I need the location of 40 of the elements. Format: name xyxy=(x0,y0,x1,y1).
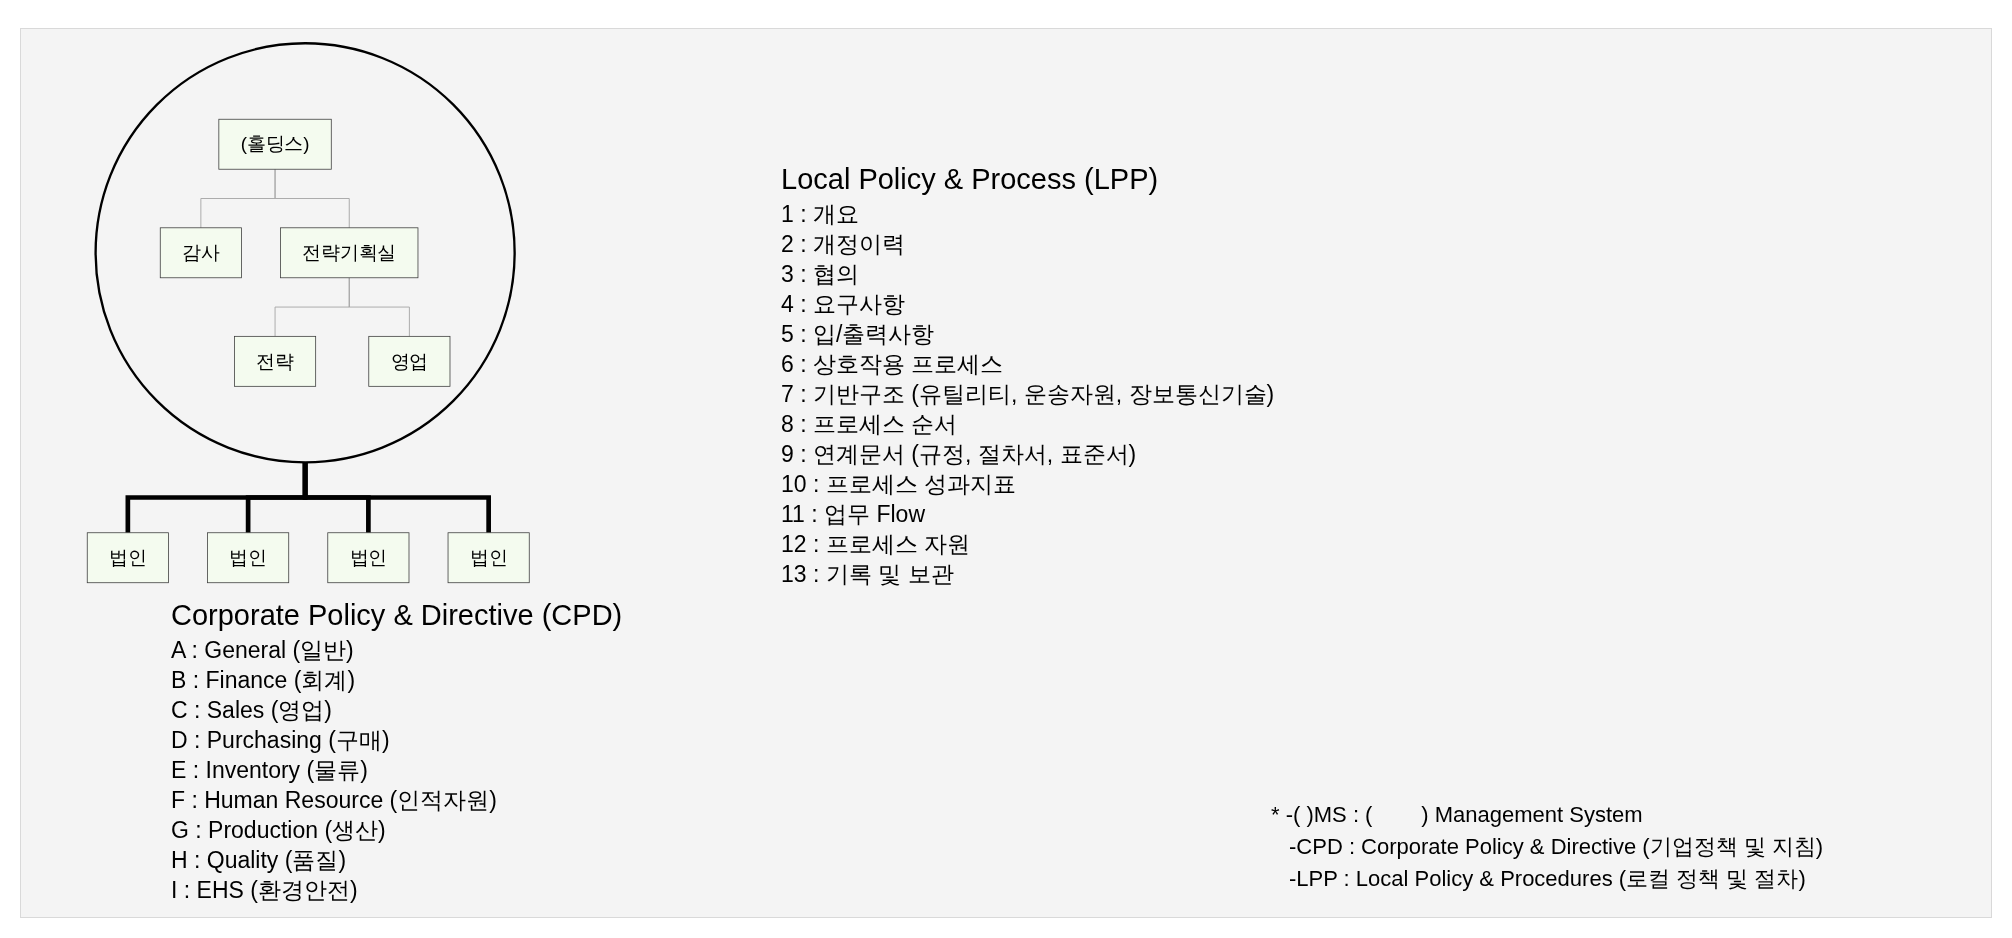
list-item: B : Finance (회계) xyxy=(171,666,357,695)
section-heading: Local Policy & Process (LPP) xyxy=(781,162,1160,197)
org-box: 법인 xyxy=(327,532,410,584)
list-item: G : Production (생산) xyxy=(171,816,387,845)
org-box: 영업 xyxy=(368,335,451,387)
list-item: 3 : 협의 xyxy=(781,260,860,289)
list-item: I : EHS (환경안전) xyxy=(171,876,359,905)
list-item: 10 : 프로세스 성과지표 xyxy=(781,470,1018,499)
org-box: (홀딩스) xyxy=(218,118,332,170)
list-item: E : Inventory (물류) xyxy=(171,756,369,785)
list-item: 11 : 업무 Flow xyxy=(781,500,926,529)
list-item: 12 : 프로세스 자원 xyxy=(781,530,972,559)
circle-frame xyxy=(94,42,516,464)
list-item: 6 : 상호작용 프로세스 xyxy=(781,350,1005,379)
list-item: 4 : 요구사항 xyxy=(781,290,906,319)
list-item: 7 : 기반구조 (유틸리티, 운송자원, 장보통신기술) xyxy=(781,380,1275,409)
list-item: 13 : 기록 및 보관 xyxy=(781,560,955,589)
list-item: 5 : 입/출력사항 xyxy=(781,320,936,349)
org-box: 법인 xyxy=(447,532,530,584)
list-item: C : Sales (영업) xyxy=(171,696,334,725)
section-heading: Corporate Policy & Directive (CPD) xyxy=(171,598,623,633)
list-item: F : Human Resource (인적자원) xyxy=(171,786,498,815)
connector-line xyxy=(302,462,491,533)
org-box: 법인 xyxy=(207,532,290,584)
list-item: 1 : 개요 xyxy=(781,200,860,229)
list-item: 9 : 연계문서 (규정, 절차서, 표준서) xyxy=(781,440,1138,469)
list-item: 8 : 프로세스 순서 xyxy=(781,410,959,439)
org-box: 감사 xyxy=(159,227,242,279)
list-item: H : Quality (품질) xyxy=(171,846,348,875)
connector-line xyxy=(348,277,410,337)
footnote-line: -CPD : Corporate Policy & Directive (기업정책 및 지침) xyxy=(1288,833,1824,861)
org-box: 전략기획실 xyxy=(280,227,419,279)
org-box: 전략 xyxy=(234,335,317,387)
footnote-line: * -( )MS : ( ) Management System xyxy=(1271,801,1644,829)
list-item: D : Purchasing (구매) xyxy=(171,726,391,755)
list-item: A : General (일반) xyxy=(171,636,355,665)
connector-line xyxy=(274,168,350,229)
org-box: 법인 xyxy=(86,532,169,584)
list-item: 2 : 개정이력 xyxy=(781,230,906,259)
footnote-line: -LPP : Local Policy & Procedures (로컬 정책 및 절차) xyxy=(1288,865,1807,893)
